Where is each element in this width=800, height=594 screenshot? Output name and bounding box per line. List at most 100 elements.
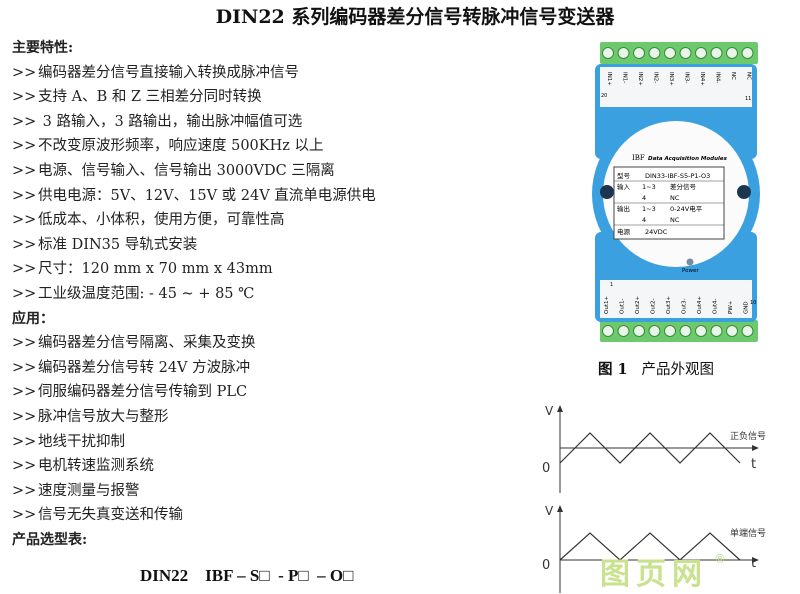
screw-icon <box>648 325 661 337</box>
feature-text: 支持 A、B 和 Z 三相差分同时转换 <box>38 89 262 106</box>
application-text: 编码器差分信号隔离、采集及变换 <box>38 335 256 352</box>
pin-label: IN1- <box>622 72 628 83</box>
application-item: >>伺服编码器差分信号传输到 PLC <box>12 380 376 405</box>
pin-label: NC <box>746 72 752 80</box>
applications-heading: 应用： <box>12 310 54 327</box>
features-heading: 主要特性: <box>12 40 74 56</box>
application-item: >>速度测量与报警 <box>12 479 376 504</box>
pin-label: Out4+ <box>697 296 703 314</box>
application-item: >>信号无失真变送和传输 <box>12 503 376 528</box>
power-led-icon <box>686 258 694 266</box>
power-label: Power <box>682 268 699 274</box>
feature-item: >>工业级温度范围: - 45 ~ + 85 ℃ <box>12 282 376 307</box>
feature-item: >> 3 路输入，3 路输出，输出脉冲幅值可选 <box>12 110 376 135</box>
screw-icon <box>679 47 692 59</box>
pin-label: PW+ <box>728 300 734 314</box>
spec-label-cell: 1~3 <box>642 183 656 191</box>
pin-label: Out4- <box>713 299 719 314</box>
bullet-arrow: >> <box>12 335 37 352</box>
pin-label: IN4+ <box>699 72 705 86</box>
spec-label-cell: DIN33-IBF-S5-P1-O3 <box>645 172 710 180</box>
v-axis-label: V <box>545 404 554 418</box>
pin-number: 10 <box>750 300 756 306</box>
mount-screw-icon <box>737 185 751 199</box>
feature-text: 低成本、小体积，使用方便，可靠性高 <box>38 212 285 229</box>
application-item: >>电机转速监测系统 <box>12 454 376 479</box>
pin-label: IN3- <box>684 72 690 83</box>
screw-icon <box>602 325 614 337</box>
page-title: DIN22 系列编码器差分信号转脉冲信号变送器 <box>215 6 615 28</box>
t-axis-arrow-icon <box>752 445 759 451</box>
screw-icon <box>617 47 630 59</box>
feature-text: 电源、信号输入、信号输出 3000VDC 三隔离 <box>38 162 335 179</box>
differential-wave-plot <box>557 405 759 493</box>
spec-label-cell: 型号 <box>617 171 631 180</box>
screw-icon <box>726 325 738 337</box>
origin-label: 0 <box>542 558 550 573</box>
application-text: 信号无失真变送和传输 <box>38 507 183 524</box>
application-item: >>编码器差分信号隔离、采集及变换 <box>12 331 376 356</box>
v-axis-arrow-icon <box>557 405 563 412</box>
application-item: >>脉冲信号放大与整形 <box>12 405 376 430</box>
top-wave-label: 正负信号 <box>730 430 766 442</box>
feature-text: 3 路输入，3 路输出，输出脉冲幅值可选 <box>38 113 303 130</box>
feature-text: 标准 DIN35 导轨式安装 <box>38 236 198 253</box>
bullet-arrow: >> <box>12 187 37 204</box>
screw-icon <box>741 47 754 59</box>
bullet-arrow: >> <box>12 64 37 81</box>
application-text: 电机转速监测系统 <box>38 458 154 475</box>
screw-icon <box>664 325 676 337</box>
bullet-arrow: >> <box>12 236 37 253</box>
screw-icon <box>710 325 723 337</box>
screw-icon <box>710 47 723 59</box>
v-axis-label: V <box>545 504 554 518</box>
pin-number: 1 <box>610 282 613 288</box>
bullet-arrow: >> <box>12 408 37 425</box>
figure-number: 图 1 <box>598 361 628 378</box>
v-axis-arrow-icon <box>557 505 563 512</box>
feature-text: 尺寸：120 mm x 70 mm x 43mm <box>38 261 273 278</box>
spec-label-cell: 输入 <box>617 182 631 191</box>
pin-number: 20 <box>601 93 607 99</box>
spec-label-cell: 1~3 <box>642 205 656 213</box>
screw-icon <box>617 325 630 337</box>
bullet-arrow: >> <box>12 507 37 524</box>
t-axis-label: t <box>751 556 756 571</box>
figure-caption-text: 产品外观图 <box>641 362 714 378</box>
text-body: 主要特性:>>编码器差分信号直接输入转换成脉冲信号>>支持 A、B 和 Z 三相… <box>12 36 376 552</box>
feature-item: >>不改变原波形频率，响应速度 500KHz 以上 <box>12 134 376 159</box>
brand-subtitle: Data Acquisition Modules <box>648 156 728 162</box>
pin-label: Out2- <box>651 299 657 314</box>
bullet-arrow: >> <box>12 384 37 401</box>
pin-number: 11 <box>745 96 751 102</box>
spec-label-cell: 输出 <box>617 204 630 213</box>
registered-mark: ® <box>714 552 726 566</box>
bullet-arrow: >> <box>12 89 37 106</box>
signal-wave <box>559 432 741 464</box>
pin-label: IN1+ <box>606 72 612 86</box>
t-axis-arrow-icon <box>752 557 759 563</box>
screw-icon <box>602 47 614 59</box>
feature-item: >>电源、信号输入、信号输出 3000VDC 三隔离 <box>12 159 376 184</box>
application-text: 脉冲信号放大与整形 <box>38 408 169 425</box>
single-ended-wave-plot <box>557 505 759 593</box>
pin-label: IN4- <box>715 72 721 83</box>
bullet-arrow: >> <box>12 285 37 302</box>
bullet-arrow: >> <box>12 138 37 155</box>
screw-icon <box>726 47 738 59</box>
selection-heading: 产品选型表: <box>12 531 88 548</box>
bullet-arrow: >> <box>12 212 37 229</box>
screw-icon <box>633 325 645 337</box>
mount-screw-icon <box>600 185 614 199</box>
bullet-arrow: >> <box>12 162 37 179</box>
screw-icon <box>633 47 645 59</box>
spec-label-cell: NC <box>670 216 680 224</box>
screw-icon <box>648 47 661 59</box>
bullet-arrow: >> <box>12 482 37 499</box>
spec-label-cell: 差分信号 <box>670 182 697 191</box>
spec-label-cell: 0-24V电平 <box>670 204 703 213</box>
watermark-logo: 图页网 <box>600 557 708 592</box>
application-item: >>编码器差分信号转 24V 方波脉冲 <box>12 356 376 381</box>
